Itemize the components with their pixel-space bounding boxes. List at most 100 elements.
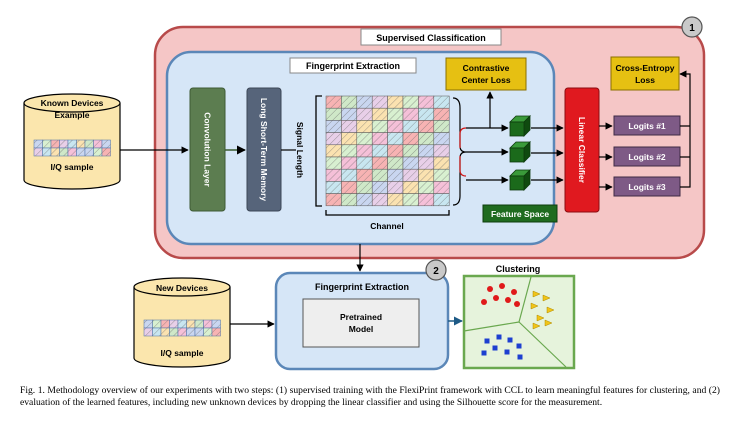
new-iq-sample-strip [143,319,221,337]
iq-cell-hatch [34,140,43,148]
grid-cell-hatch [326,108,342,121]
feature-space-box [482,204,558,223]
iq-cell-hatch [195,328,204,336]
grid-cell-hatch [433,132,450,145]
signal-length-bracket [315,95,322,207]
grid-cell-hatch [341,96,357,109]
contrastive-loss-line1: Contrastive [463,63,510,73]
cluster-point-yellow [544,319,553,327]
known-iq-sample-strip [33,139,111,157]
cluster-point-red [493,295,499,301]
grid-cell-hatch [387,144,403,157]
cluster-point-yellow [530,302,539,310]
grid-cell-hatch [403,157,419,170]
cluster-point-blue [504,349,510,355]
logits-2-label: Logits #2 [628,152,666,162]
grid-cell-hatch [403,181,419,194]
grid-cell-hatch [418,108,434,121]
linear-classifier-box [564,87,600,213]
grid-cell-hatch [403,120,419,133]
step-one-badge [681,16,703,38]
grid-cell-hatch [433,108,450,121]
linear-classifier-label: Linear Classifier [577,117,587,184]
cluster-point-blue [484,338,490,344]
grid-cell-hatch [433,169,450,182]
grid-cell-hatch [326,144,342,157]
grid-cell-hatch [326,120,342,133]
cluster-point-blue [481,350,487,356]
iq-cell-hatch [42,148,51,156]
iq-cell-hatch [178,320,187,328]
fingerprint-title: Fingerprint Extraction [306,61,400,71]
iq-cell-hatch [144,328,153,336]
cluster-point-red [487,286,493,292]
cluster-point-red [514,301,520,307]
grid-cell-hatch [418,132,434,145]
iq-cell-hatch [68,148,77,156]
iq-cell-hatch [186,328,195,336]
iq-cell-hatch [34,148,43,156]
cluster-point-blue [496,334,502,340]
logits-to-loss-connector [680,74,691,188]
iq-cell-hatch [212,328,221,336]
iq-cell-hatch [178,328,187,336]
logits-1-label: Logits #1 [628,121,666,131]
channel-bracket [325,210,450,216]
grid-cell-hatch [418,169,434,182]
grid-cell-hatch [356,169,373,182]
grid-cell-hatch [403,132,419,145]
grid-cell-hatch [387,120,403,133]
grid-cell-hatch [356,132,373,145]
clustering-boundaries [463,276,567,368]
iq-cell-hatch [76,140,85,148]
new-iq-sample-label: I/Q sample [161,348,204,358]
iq-cell-hatch [212,320,221,328]
cluster-point-blue [492,345,498,351]
grid-cell-hatch [341,181,357,194]
grid-cell-hatch [341,120,357,133]
iq-cell-hatch [152,320,161,328]
iq-cell-hatch [42,140,51,148]
grid-cell-hatch [356,108,373,121]
iq-cell-hatch [161,328,170,336]
grid-cell-hatch [387,132,403,145]
grid-cell-hatch [418,157,434,170]
cluster-point-red [505,297,511,303]
iq-cell-hatch [51,140,60,148]
channel-label: Channel [370,221,404,231]
grid-cell-hatch [341,193,357,206]
iq-cell-hatch [59,140,68,148]
convolution-layer-label: Convolution Layer [203,112,213,187]
iq-cell-hatch [203,320,212,328]
grid-cell-hatch [387,108,403,121]
grid-cell-hatch [433,120,450,133]
grid-cell-hatch [403,96,419,109]
iq-cell-hatch [195,320,204,328]
cluster-point-yellow [542,294,551,302]
cluster-blue-squares [481,334,523,360]
grid-cell-hatch [356,181,373,194]
grid-cell-hatch [356,120,373,133]
cross-entropy-line2: Loss [635,75,655,85]
logits-3-label: Logits #3 [628,182,666,192]
figure-caption: Fig. 1. Methodology overview of our expe… [20,385,720,408]
contrastive-loss-line2: Center Loss [461,75,510,85]
cluster-point-red [499,283,505,289]
grid-cell-hatch [403,193,419,206]
iq-cell-hatch [186,320,195,328]
fingerprint-title-box [289,57,417,74]
grid-cell-hatch [372,120,388,133]
grid-cell-hatch [356,96,373,109]
iq-cell-hatch [144,320,153,328]
evaluation-fingerprint-title: Fingerprint Extraction [315,282,409,292]
grid-cell-hatch [356,157,373,170]
grid-cell-hatch [387,193,403,206]
cluster-point-yellow [546,306,555,314]
grid-cell-hatch [433,181,450,194]
grid-cell-hatch [418,144,434,157]
grid-cell-hatch [326,193,342,206]
step-two-label: 2 [433,266,439,277]
grid-cell-hatch [433,157,450,170]
known-iq-sample-label: I/Q sample [51,162,94,172]
